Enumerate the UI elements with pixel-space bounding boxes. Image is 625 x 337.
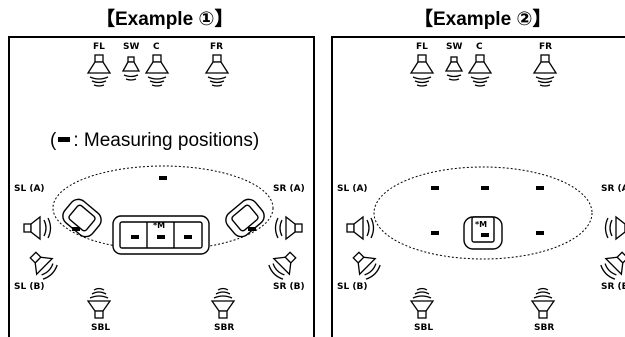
sbl-label: SBL: [91, 323, 111, 333]
sbr-speaker-icon: [211, 287, 235, 319]
fl-speaker-icon: [87, 54, 111, 87]
fl-label: FL: [93, 42, 105, 52]
sw-label: SW: [123, 42, 140, 52]
left-armchair-icon: [58, 195, 106, 241]
measuring-position: [431, 231, 439, 235]
sl-a-label: SL (A): [14, 184, 45, 194]
example-2-scene: [346, 54, 625, 319]
fl-label: FL: [416, 42, 428, 52]
measuring-position: [157, 235, 165, 239]
fr-label: FR: [539, 42, 553, 52]
main-listening-position-label: *M: [153, 221, 166, 230]
sbl-label: SBL: [414, 323, 434, 333]
measuring-position-marker-icon: [58, 137, 71, 143]
c-speaker-icon: [145, 54, 169, 87]
example-1-scene: [23, 54, 303, 319]
measuring-position: [248, 227, 256, 231]
sbl-speaker-icon: [87, 287, 111, 319]
sr-a-label: SR (A: [601, 184, 625, 194]
sbr-label: SBR: [534, 323, 555, 333]
sr-a-speaker-icon: [604, 216, 625, 240]
right-armchair-icon: [221, 195, 269, 241]
listening-area-ellipse: [373, 166, 593, 260]
fr-label: FR: [210, 42, 224, 52]
sr-b-label: SR (B): [273, 282, 305, 292]
sl-b-label: SL (B): [14, 282, 45, 292]
legend-text: : Measuring positions): [73, 130, 260, 151]
fr-speaker-icon: [205, 54, 229, 87]
measuring-position: [481, 186, 489, 190]
sl-a-speaker-icon: [346, 216, 375, 240]
legend-open-paren: (: [50, 130, 57, 151]
sr-b-speaker-icon: [597, 246, 625, 283]
sr-a-speaker-icon: [274, 216, 303, 240]
sr-a-label: SR (A): [273, 184, 305, 194]
example-2-title: 【Example ②】: [414, 9, 552, 30]
measuring-position: [481, 233, 489, 237]
sbr-speaker-icon: [531, 287, 555, 319]
sr-b-speaker-icon: [265, 246, 302, 283]
measuring-positions-legend: ( : Measuring positions): [50, 130, 259, 152]
sr-b-label: SR (E: [601, 282, 625, 292]
measuring-position: [159, 176, 167, 180]
example-1-title: 【Example ①】: [96, 9, 234, 30]
sl-a-label: SL (A): [337, 184, 368, 194]
measuring-position: [431, 186, 439, 190]
measuring-position: [72, 227, 80, 231]
measuring-position: [536, 231, 544, 235]
c-label: C: [476, 42, 483, 52]
sl-a-speaker-icon: [23, 216, 52, 240]
example-1-panel: FL SW C FR SL (A) SR (A) SL (B) SR (B) S…: [8, 36, 315, 337]
main-listening-position-label: *M: [475, 220, 488, 229]
sl-b-label: SL (B): [337, 282, 368, 292]
sl-b-speaker-icon: [347, 246, 384, 283]
sbr-label: SBR: [214, 323, 235, 333]
sw-speaker-icon: [445, 56, 463, 81]
measuring-position: [536, 186, 544, 190]
measuring-position: [131, 235, 139, 239]
sw-speaker-icon: [122, 56, 140, 81]
sbl-speaker-icon: [410, 287, 434, 319]
measuring-position: [184, 235, 192, 239]
c-label: C: [153, 42, 160, 52]
sl-b-speaker-icon: [24, 246, 61, 283]
fr-speaker-icon: [533, 54, 557, 87]
sw-label: SW: [446, 42, 463, 52]
example-2-panel: FL SW C FR SL (A) SR (A SL (B) SR (E SBL…: [331, 36, 625, 337]
c-speaker-icon: [468, 54, 492, 87]
fl-speaker-icon: [410, 54, 434, 87]
